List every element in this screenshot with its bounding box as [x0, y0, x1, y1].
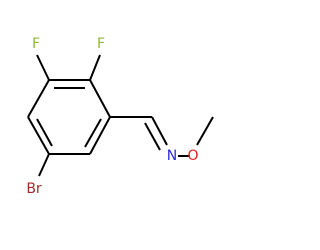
fluorine-label-left: F [32, 36, 40, 52]
oxygen-label: O [187, 148, 198, 164]
ring-bond-2 [89, 79, 111, 118]
bond-c-f-left [36, 54, 50, 81]
bond-o-ch3 [196, 116, 214, 146]
bromine-label: Br [26, 181, 42, 197]
bond-c-br [38, 153, 50, 177]
ring-bond-3 [89, 116, 111, 155]
chemical-structure-diagram: F F Br N O [26, 36, 214, 197]
bond-ch-n [151, 116, 168, 146]
bond-c-f-right [89, 54, 101, 81]
nitrogen-label: N [167, 148, 177, 164]
bond-ch-n-double [144, 122, 161, 151]
ring-bond-5 [27, 116, 50, 155]
ring-inner-bond-2 [84, 118, 102, 148]
ring-inner-bond-3 [36, 118, 53, 147]
benzene-ring [27, 79, 111, 155]
fluorine-label-right: F [97, 36, 105, 52]
ring-bond-6 [27, 79, 50, 118]
